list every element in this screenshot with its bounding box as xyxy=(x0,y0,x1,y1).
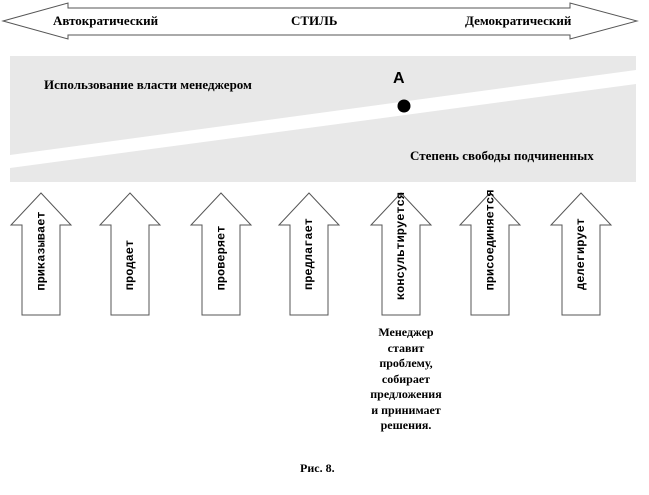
point-a-dot xyxy=(397,99,411,113)
consult-description-line: собирает xyxy=(381,371,431,386)
behavior-arrow-1 xyxy=(98,192,162,316)
point-a-label: А xyxy=(393,70,405,87)
consult-description-line: ставит xyxy=(387,340,425,355)
behavior-arrow-6 xyxy=(549,192,613,316)
consult-description-line: и принимает xyxy=(371,402,441,417)
behavior-label: предлагает xyxy=(302,217,317,291)
behavior-label: проверяет xyxy=(213,225,228,290)
style-double-arrow xyxy=(1,2,639,40)
consult-description-line: проблему, xyxy=(379,356,433,370)
behavior-arrow-3 xyxy=(277,192,341,316)
behavior-label: делегирует xyxy=(574,217,589,291)
style-title: СТИЛЬ xyxy=(291,13,338,28)
authority-diagonal-stripe xyxy=(10,70,636,168)
autocratic-label: Автократический xyxy=(53,13,159,28)
democratic-label: Демократический xyxy=(465,13,572,28)
behavior-arrow-5 xyxy=(458,192,522,316)
behavior-label: присоединяется xyxy=(482,189,497,290)
behavior-label: консультируется xyxy=(394,191,409,301)
behavior-label: продает xyxy=(123,239,138,291)
behavior-label: приказывает xyxy=(34,210,49,291)
manager-authority-label: Использование власти менеджером xyxy=(44,77,252,92)
behavior-arrow-0 xyxy=(9,192,73,316)
behavior-arrow-4 xyxy=(369,192,433,316)
behavior-arrows xyxy=(9,192,613,316)
consult-description-line: предложения xyxy=(370,387,442,401)
behavior-arrow-2 xyxy=(189,192,253,316)
consult-description-line: решения. xyxy=(380,418,432,432)
consult-description-line: Менеджер xyxy=(378,325,434,339)
figure-caption: Рис. 8. xyxy=(300,461,335,475)
subordinate-freedom-label: Степень свободы подчиненных xyxy=(410,148,594,163)
